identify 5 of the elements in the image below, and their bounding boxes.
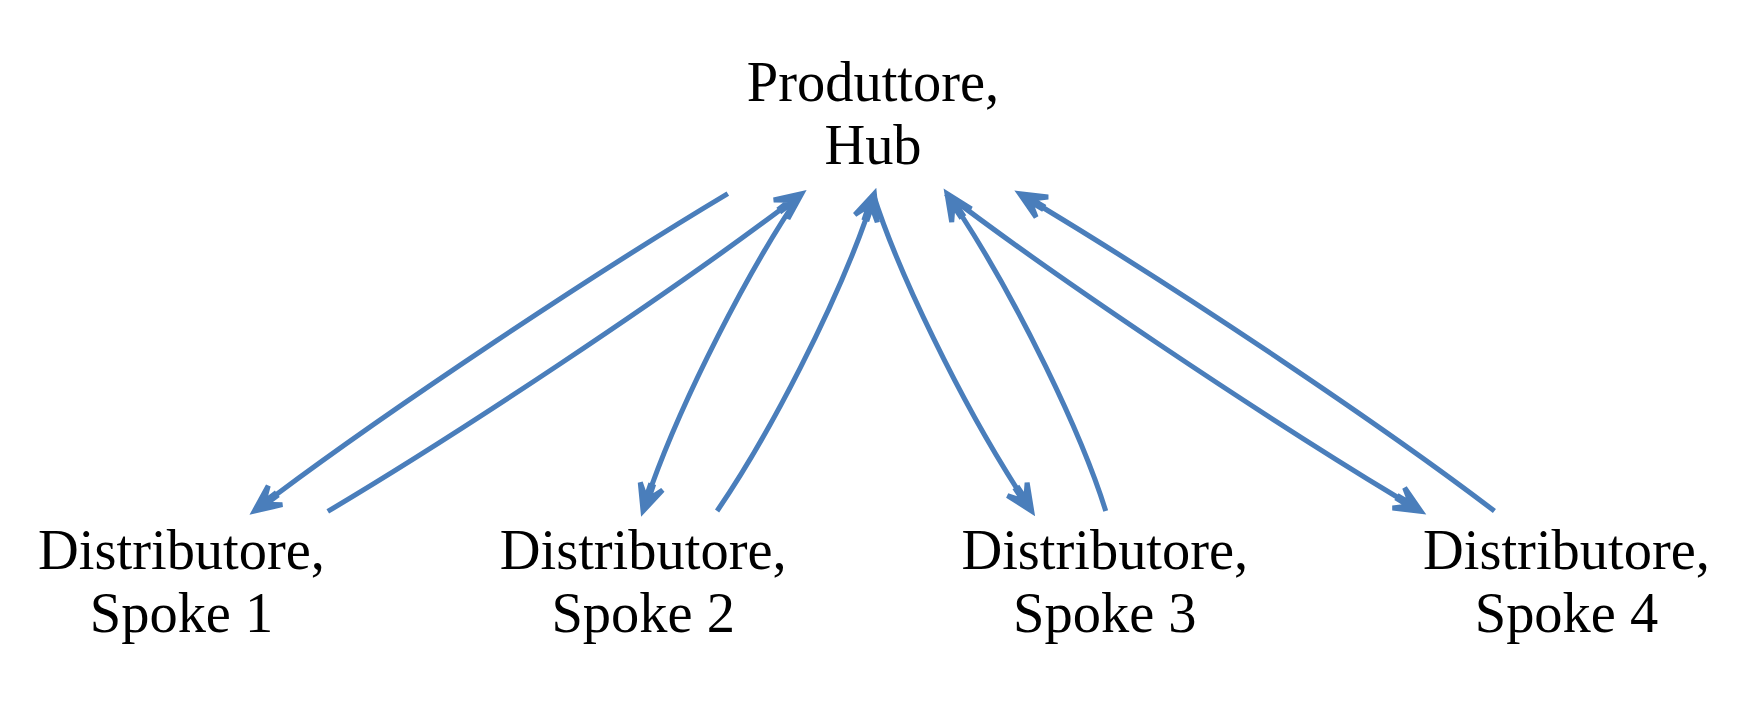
node-text: Distributore, Spoke 1 — [38, 519, 325, 644]
node-text: Distributore, Spoke 2 — [499, 519, 787, 644]
node-text: Distributore, Spoke 4 — [1423, 519, 1710, 644]
node-text: Produttore, Hub — [746, 51, 1000, 176]
node-text: Distributore, Spoke 3 — [961, 519, 1249, 644]
